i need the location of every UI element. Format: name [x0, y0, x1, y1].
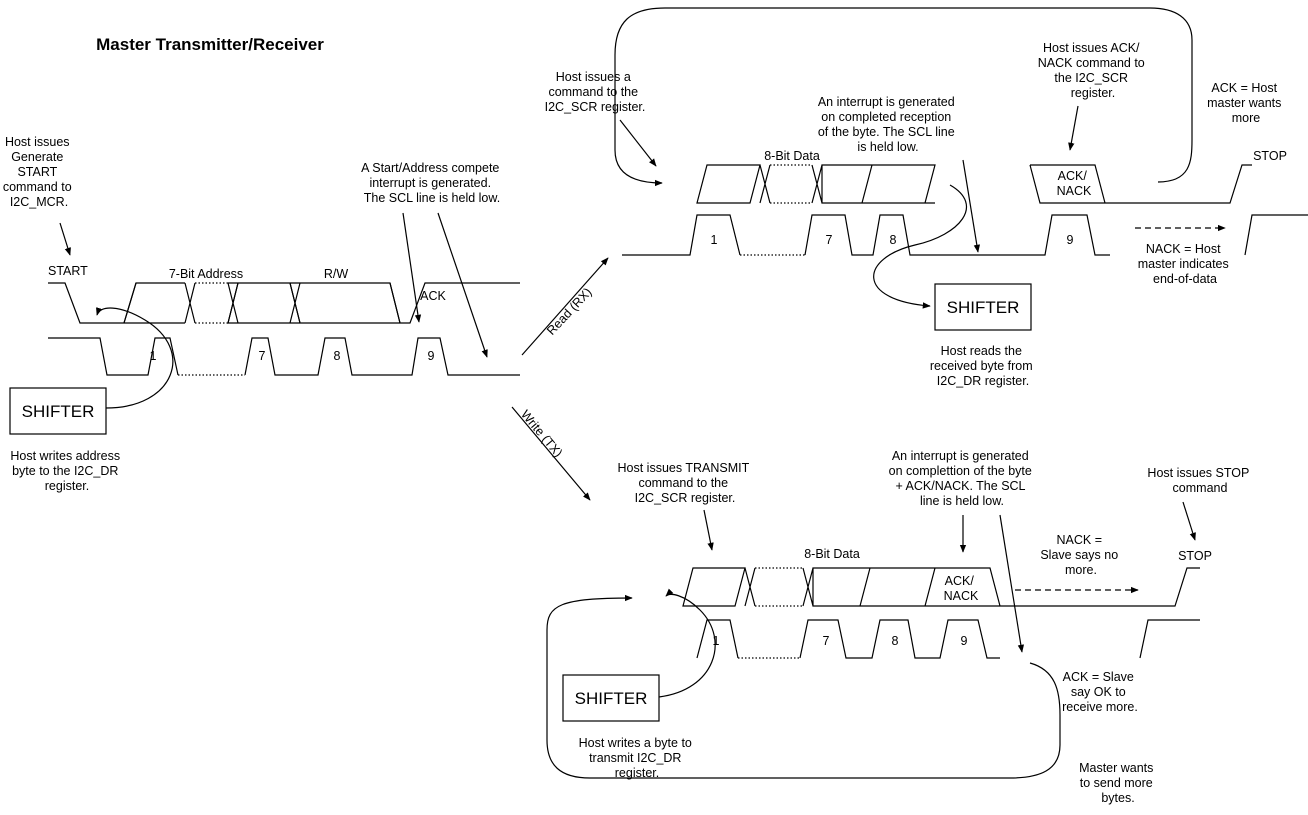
- read-sda-line: [696, 164, 1252, 204]
- branch-arrows: Read (RX) Write (TX): [511, 257, 609, 501]
- ack-nack-command-note: Host issues ACK/ NACK command to the I2C…: [1038, 41, 1148, 100]
- arrow-shifter-to-sda: [96, 307, 174, 409]
- write-sda-skip: [755, 567, 803, 607]
- arrow-shifter-to-write-sda: [658, 588, 716, 698]
- ack-label: ACK: [420, 289, 446, 303]
- write-phase: Host issues TRANSMIT command to the I2C_…: [546, 449, 1252, 805]
- read-shifter-label: SHIFTER: [947, 298, 1020, 317]
- scl-label-9: 9: [428, 349, 435, 363]
- read-scl-stop: [1244, 214, 1308, 256]
- host-transmit-note: Host issues TRANSMIT command to the I2C_…: [618, 461, 753, 505]
- host-generate-start-note: Host issues Generate START command to I2…: [3, 135, 75, 209]
- arrow-ack-nack-command: [1068, 105, 1079, 151]
- arrow-interrupt-ack: [402, 212, 422, 323]
- start-label: START: [48, 264, 88, 278]
- write-data-label: 8-Bit Data: [804, 547, 860, 561]
- arrow-read-interrupt: [962, 159, 980, 253]
- write-scl-label-7: 7: [823, 634, 830, 648]
- read-sda-skip: [770, 164, 812, 204]
- write-scl-label-1: 1: [713, 634, 720, 648]
- read-stop-label: STOP: [1253, 149, 1287, 163]
- address-shifter-label: SHIFTER: [22, 402, 95, 421]
- arrow-write-interrupt-scl: [999, 514, 1025, 653]
- address-sda-line: [48, 282, 520, 324]
- ack-slave-note: ACK = Slave say OK to receive more.: [1062, 670, 1138, 714]
- address-sda-edges: [123, 282, 401, 324]
- read-loop-arrow: [614, 7, 1193, 187]
- read-shifter-box: [934, 283, 1032, 331]
- read-branch-arrow: [521, 257, 609, 356]
- write-scl-label-8: 8: [892, 634, 899, 648]
- ack-more-note: ACK = Host master wants more: [1207, 81, 1285, 125]
- arrow-host-transmit: [703, 509, 714, 551]
- nack-end-note: NACK = Host master indicates end-of-data: [1138, 242, 1233, 286]
- write-scl-stop: [1139, 619, 1200, 659]
- address-phase: Host issues Generate START command to I2…: [3, 135, 520, 493]
- diagram-title: Master Transmitter/Receiver: [96, 35, 324, 54]
- host-writes-address-note: Host writes address byte to the I2C_DR r…: [10, 449, 123, 493]
- host-stop-note: Host issues STOP command: [1147, 466, 1252, 495]
- address-scl-line: [48, 337, 520, 376]
- address-sda-skip: [195, 282, 228, 324]
- read-scl-label-8: 8: [890, 233, 897, 247]
- write-shifter-box: [562, 674, 660, 722]
- write-sda-line: [682, 567, 1200, 607]
- write-branch-arrow: [511, 406, 591, 501]
- read-scl-label-9: 9: [1067, 233, 1074, 247]
- scl-label-1: 1: [150, 349, 157, 363]
- read-ack-nack-label: ACK/ NACK: [1057, 169, 1092, 198]
- write-shifter-label: SHIFTER: [575, 689, 648, 708]
- read-branch-label: Read (RX): [544, 285, 595, 338]
- arrow-start-command: [59, 222, 71, 256]
- write-loop-arrow: [546, 594, 1061, 779]
- host-reads-note: Host reads the received byte from I2C_DR…: [930, 344, 1036, 388]
- write-ack-nack-label: ACK/ NACK: [944, 574, 979, 603]
- write-stop-label: STOP: [1178, 549, 1212, 563]
- read-phase: Host issues a command to the I2C_SCR reg…: [545, 7, 1308, 388]
- scl-label-7: 7: [259, 349, 266, 363]
- address-interrupt-note: A Start/Address compete interrupt is gen…: [361, 161, 503, 205]
- address-shifter-box: [9, 387, 107, 435]
- arrow-host-stop: [1182, 501, 1196, 541]
- nack-slave-note: NACK = Slave says no more.: [1040, 533, 1121, 577]
- address-label: 7-Bit Address: [169, 267, 243, 281]
- host-writes-byte-note: Host writes a byte to transmit I2C_DR re…: [579, 736, 696, 780]
- write-scl-label-9: 9: [961, 634, 968, 648]
- read-data-label: 8-Bit Data: [764, 149, 820, 163]
- rw-label: R/W: [324, 267, 349, 281]
- master-more-note: Master wants to send more bytes.: [1079, 761, 1157, 805]
- read-scl-label-7: 7: [826, 233, 833, 247]
- write-interrupt-note: An interrupt is generated on complettion…: [889, 449, 1036, 508]
- read-scl-label-1: 1: [711, 233, 718, 247]
- write-scl-line: [696, 619, 1000, 659]
- read-interrupt-note: An interrupt is generated on completed r…: [818, 95, 958, 154]
- arrow-host-command: [619, 119, 657, 167]
- write-branch-label: Write (TX): [518, 407, 565, 459]
- arrow-sda-to-shifter: [873, 184, 968, 309]
- arrow-interrupt-scl: [437, 212, 488, 358]
- host-command-note: Host issues a command to the I2C_SCR reg…: [545, 70, 646, 114]
- scl-label-8: 8: [334, 349, 341, 363]
- read-scl-line: [622, 214, 1110, 256]
